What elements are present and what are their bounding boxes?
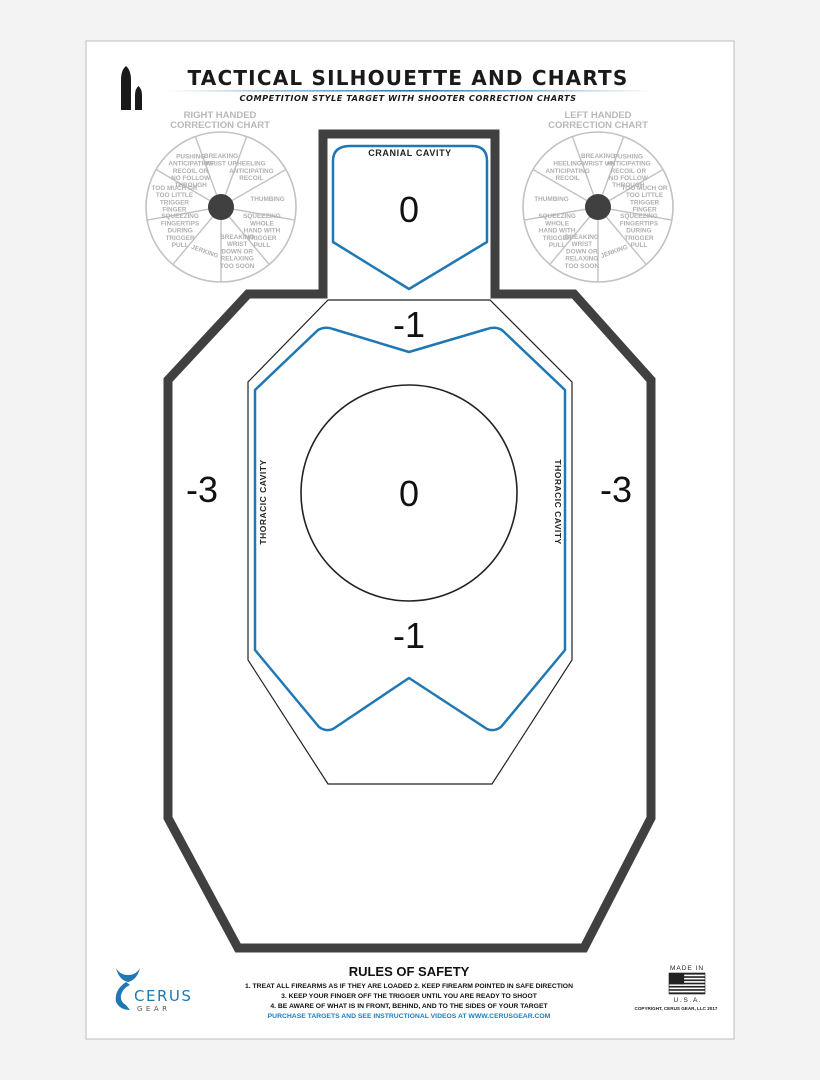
left-wheel-hub — [585, 194, 611, 220]
safety-rule-line: 3. KEEP YOUR FINGER OFF THE TRIGGER UNTI… — [281, 993, 538, 1000]
rules-of-safety-title: RULES OF SAFETY — [349, 964, 470, 979]
left-wheel-segment-label: THUMBING — [534, 196, 568, 203]
upper-chest-score: -1 — [393, 304, 425, 345]
thoracic-cavity-zone — [253, 326, 567, 732]
right-chart-title-line1: RIGHT HANDED — [184, 110, 257, 121]
head-score: 0 — [399, 189, 419, 230]
purchase-link[interactable]: PURCHASE TARGETS AND SEE INSTRUCTIONAL V… — [268, 1013, 551, 1020]
brand-name: CERUS — [134, 987, 192, 1005]
silhouette-outline — [163, 129, 656, 953]
right-chart-title-line2: CORRECTION CHART — [170, 120, 270, 131]
copyright-text: COPYRIGHT, CERUS GEAR, LLC 2017 — [635, 1006, 718, 1011]
made-in-usa-badge: MADE IN U . S . A . COPYRIGHT, CERUS GEA… — [635, 965, 718, 1011]
right-side-score: -3 — [600, 469, 632, 510]
cranial-cavity-zone — [331, 144, 489, 291]
usa-flag-icon — [668, 972, 706, 995]
right-wheel-segment-label: THUMBING — [250, 196, 284, 203]
safety-rule-line: 4. BE AWARE OF WHAT IS IN FRONT, BEHIND,… — [270, 1003, 548, 1010]
lower-chest-score: -1 — [393, 615, 425, 656]
cerus-gear-logo: CERUS GEAR — [115, 968, 192, 1013]
cranial-cavity-label: CRANIAL CAVITY — [368, 148, 452, 158]
center-score: 0 — [399, 473, 419, 514]
thoracic-cavity-label-left: THORACIC CAVITY — [258, 459, 268, 544]
sheet-subtitle: COMPETITION STYLE TARGET WITH SHOOTER CO… — [239, 93, 576, 103]
made-in-label: MADE IN — [670, 965, 704, 972]
minus-one-zone-outline — [247, 299, 573, 785]
right-wheel-hub — [208, 194, 234, 220]
brand-sub: GEAR — [137, 1005, 171, 1013]
center-zero-circle — [300, 384, 518, 602]
left-side-score: -3 — [186, 469, 218, 510]
left-chart-title-line2: CORRECTION CHART — [548, 120, 648, 131]
usa-label: U . S . A . — [673, 997, 700, 1004]
bullets-icon — [121, 66, 142, 110]
safety-rule-line: 1. TREAT ALL FIREARMS AS IF THEY ARE LOA… — [245, 983, 573, 990]
left-chart-title-line1: LEFT HANDED — [564, 110, 631, 121]
thoracic-cavity-label-right: THORACIC CAVITY — [553, 459, 563, 544]
sheet-title: TACTICAL SILHOUETTE AND CHARTS — [187, 66, 628, 90]
title-underline — [168, 90, 654, 92]
